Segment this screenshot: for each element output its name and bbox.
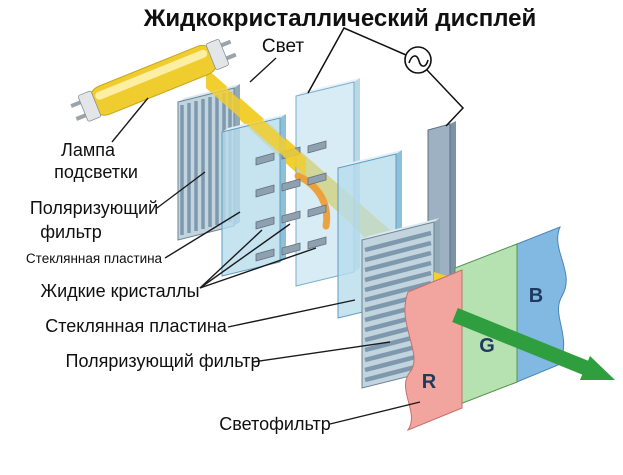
label-band-r: R: [422, 371, 437, 393]
lamp-pin: [225, 52, 237, 61]
light-twist: [294, 172, 331, 230]
liquid-crystal-bar: [255, 216, 275, 230]
light-beam-overlay: [206, 70, 306, 176]
green-arrow-head: [580, 356, 615, 380]
backlight-lamp: [70, 39, 237, 122]
liquid-crystal-bar: [307, 140, 327, 154]
leader-polarizer-2: [252, 341, 391, 363]
lamp-pin: [220, 39, 232, 48]
liquid-crystal-bar: [255, 184, 275, 198]
label-color-filter: Светофильтр: [219, 414, 330, 434]
liquid-crystal-bar: [281, 178, 301, 192]
liquid-crystal-bar: [255, 248, 275, 262]
lamp-cap-left: [77, 90, 102, 122]
green-arrow: [452, 308, 615, 380]
liquid-crystal-bar: [281, 210, 301, 224]
glass-2-top-face: [338, 150, 402, 168]
leader-color-filter: [329, 401, 421, 425]
leader-light: [249, 57, 277, 83]
leader-lines: [111, 57, 421, 425]
liquid-crystal-bar: [307, 172, 327, 186]
label-liquid-crystals: Жидкие кристаллы: [40, 281, 199, 301]
sine-wave-icon: [408, 55, 429, 67]
lamp-pin: [70, 100, 82, 108]
polarizer-2-top-face: [362, 218, 440, 240]
liquid-crystal-bar: [307, 236, 327, 250]
ac-source: [307, 27, 465, 127]
page-title: Жидкокристаллический дисплей: [143, 5, 537, 32]
label-lamp-line2: подсветки: [54, 162, 138, 182]
lamp-cap-right: [205, 39, 229, 70]
green-arrow-shaft: [452, 308, 589, 375]
label-glass-plate-1: Стеклянная пластина: [26, 251, 163, 266]
lamp-pin: [75, 113, 87, 121]
lamp-highlight: [95, 49, 208, 100]
label-polarizer-2: Поляризующий фильтр: [66, 351, 261, 371]
leader-glass-1: [164, 211, 241, 259]
label-polarizer-1-line2: фильтр: [40, 222, 102, 242]
leader-glass-2: [227, 299, 356, 328]
leader-crystals-3: [199, 247, 317, 289]
liquid-crystal-bar: [307, 204, 327, 218]
liquid-crystal-bar: [255, 152, 275, 166]
label-lamp-line1: Лампа: [61, 140, 116, 160]
leader-polarizer-1: [156, 171, 206, 209]
electrode-side-face: [450, 121, 456, 294]
ac-wire-left: [307, 27, 407, 94]
liquid-crystal-bar: [281, 242, 301, 256]
ac-wire-right: [426, 69, 465, 127]
leader-crystals-1: [199, 229, 263, 289]
label-band-g: G: [479, 335, 495, 357]
leader-lamp: [111, 97, 149, 143]
label-glass-plate-2: Стеклянная пластина: [45, 316, 228, 336]
electrode-glass-top-face: [296, 78, 360, 96]
color-filter-band-r: [404, 269, 463, 432]
label-light: Свет: [262, 36, 305, 57]
label-polarizer-1-line1: Поляризующий: [30, 198, 158, 218]
leader-crystals-2: [199, 223, 291, 289]
label-band-b: B: [529, 285, 543, 307]
